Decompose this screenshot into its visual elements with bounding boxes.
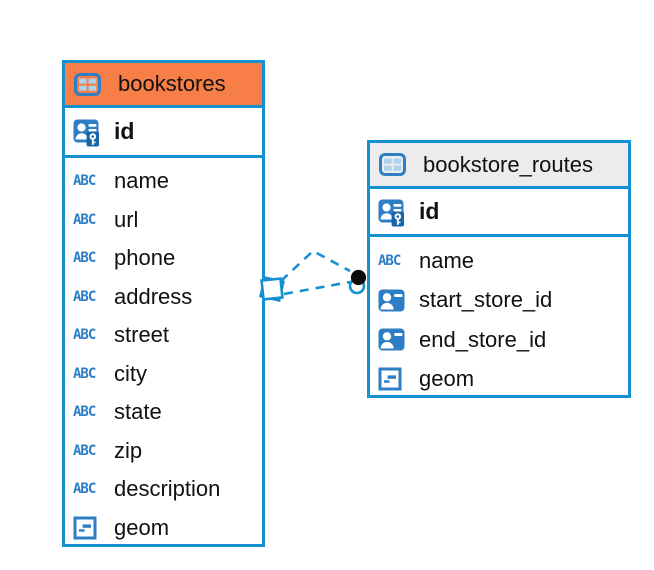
column-row-state[interactable]: ABC state <box>65 393 262 432</box>
text-type-icon: ABC <box>73 173 96 190</box>
column-name: end_store_id <box>419 326 547 352</box>
primary-key-icon <box>378 197 410 227</box>
column-name: street <box>114 322 170 348</box>
column-row-address[interactable]: ABC address <box>65 278 262 317</box>
column-name: id <box>419 198 440 224</box>
column-name: description <box>114 476 221 502</box>
column-row-url[interactable]: ABC url <box>65 201 262 240</box>
column-name: name <box>114 168 170 194</box>
relationship-line-upper[interactable] <box>280 249 351 282</box>
entity-bookstore-routes[interactable]: bookstore_routes id ABC name start_store_… <box>367 140 631 398</box>
primary-key-icon <box>73 117 105 147</box>
table-icon <box>74 72 106 96</box>
column-name: start_store_id <box>419 287 553 313</box>
text-type-icon: ABC <box>73 481 96 498</box>
relationship-line-lower[interactable] <box>283 280 351 296</box>
column-row-description[interactable]: ABC description <box>65 470 262 509</box>
column-row-geom[interactable]: geom <box>370 360 628 400</box>
relationship-target-ring <box>348 277 366 295</box>
column-name: address <box>114 283 193 309</box>
text-type-icon: ABC <box>73 250 96 267</box>
column-name: url <box>114 206 139 232</box>
text-type-icon: ABC <box>73 288 96 305</box>
column-row-start_store_id[interactable]: start_store_id <box>370 281 628 321</box>
column-row-zip[interactable]: ABC zip <box>65 432 262 471</box>
column-name: geom <box>419 366 475 392</box>
column-row-phone[interactable]: ABC phone <box>65 239 262 278</box>
column-row-name[interactable]: ABC name <box>65 162 262 201</box>
text-type-icon: ABC <box>73 404 96 421</box>
column-row-geom[interactable]: geom <box>65 509 262 548</box>
text-type-icon: ABC <box>378 252 401 269</box>
text-type-icon: ABC <box>73 365 96 382</box>
column-row-city[interactable]: ABC city <box>65 355 262 394</box>
column-name: city <box>114 360 147 386</box>
column-name: state <box>114 399 162 425</box>
primary-key-row[interactable]: id <box>65 108 262 158</box>
primary-key-row[interactable]: id <box>370 189 628 237</box>
column-name: phone <box>114 245 176 271</box>
reference-type-icon <box>378 328 410 351</box>
reference-type-icon <box>378 289 410 312</box>
relationship-target-dot <box>350 269 367 286</box>
entity-bookstores-header[interactable]: bookstores <box>65 63 262 108</box>
column-row-end_store_id[interactable]: end_store_id <box>370 320 628 360</box>
text-type-icon: ABC <box>73 442 96 459</box>
entity-title: bookstore_routes <box>423 151 593 177</box>
column-name: zip <box>114 437 143 463</box>
column-list: ABC name start_store_id end_store_id geom <box>370 237 628 399</box>
geometry-type-icon <box>378 367 410 391</box>
text-type-icon: ABC <box>73 327 96 344</box>
entity-title: bookstores <box>118 71 226 96</box>
text-type-icon: ABC <box>73 211 96 228</box>
entity-bookstore-routes-header[interactable]: bookstore_routes <box>370 143 628 189</box>
column-row-street[interactable]: ABC street <box>65 316 262 355</box>
column-row-name[interactable]: ABC name <box>370 241 628 281</box>
column-name: id <box>114 118 135 144</box>
column-name: name <box>419 247 475 273</box>
table-icon <box>379 153 411 176</box>
column-name: geom <box>114 514 170 540</box>
geometry-type-icon <box>73 516 105 540</box>
relationship-link[interactable] <box>259 249 367 302</box>
